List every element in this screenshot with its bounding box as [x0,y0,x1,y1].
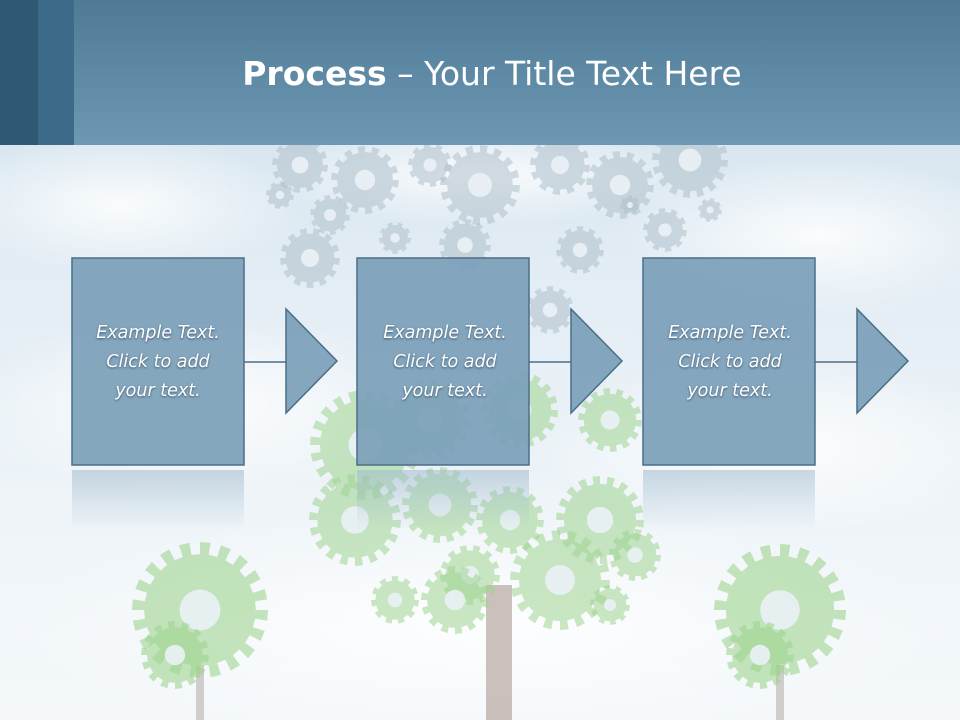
gear-hole [586,506,614,534]
step-2-line-3: your text. [402,380,488,401]
step-1-line-1: Example Text. [96,322,220,343]
gear-hole [468,173,492,197]
gear-hole [678,148,702,172]
gear-hole [179,589,221,631]
gear-hole [390,233,400,243]
step-1-text[interactable]: Example Text. Click to add your text. [70,258,246,466]
gear-hole [301,249,319,267]
step-2-text[interactable]: Example Text. Click to add your text. [357,258,533,466]
title-bar [0,0,960,145]
gear-hole [600,410,620,430]
gear-hole [658,223,672,237]
gear-hole [275,190,285,200]
gear-hole [604,599,616,611]
process-diagram [71,257,910,530]
gear-hole [749,644,771,666]
process-step-2[interactable]: Example Text. Click to add your text. [357,258,533,466]
gear-hole [387,592,403,608]
gear-hole [572,242,588,258]
step-shape[interactable] [71,257,339,530]
step-3-text[interactable]: Example Text. Click to add your text. [642,258,818,466]
gear-hole [706,206,714,214]
title-bold: Process [242,54,387,93]
step-1-line-2: Click to add [106,351,210,372]
gear-hole [423,158,437,172]
gear-hole [760,590,800,630]
gear-hole [627,547,643,563]
step-1-line-3: your text. [115,380,201,401]
step-3-line-1: Example Text. [668,322,792,343]
gear-hole [627,202,633,208]
gear-hole [457,237,473,253]
header-accent-strip [0,0,38,145]
step-2-line-1: Example Text. [383,322,507,343]
gear-hole [545,565,575,595]
gear-hole [609,174,631,196]
gear-hole [324,209,336,221]
tree-trunk [486,585,512,720]
step-shape[interactable] [642,257,910,530]
step-2-line-2: Click to add [393,351,497,372]
header-accent-strip [38,0,74,145]
gear-hole [444,589,466,611]
gear-hole [164,644,186,666]
process-step-3[interactable]: Example Text. Click to add your text. [642,258,818,466]
gear-icon [652,145,728,198]
gear-hole [291,156,309,174]
step-3-line-3: your text. [687,380,773,401]
slide-title[interactable]: Process – Your Title Text Here [74,52,910,96]
step-3-line-2: Click to add [678,351,782,372]
step-shape[interactable] [356,257,624,530]
gear-hole [542,302,558,318]
gear-hole [551,156,569,174]
process-step-1[interactable]: Example Text. Click to add your text. [70,258,246,466]
gear-hole [354,169,376,191]
title-rest: – Your Title Text Here [386,54,742,93]
